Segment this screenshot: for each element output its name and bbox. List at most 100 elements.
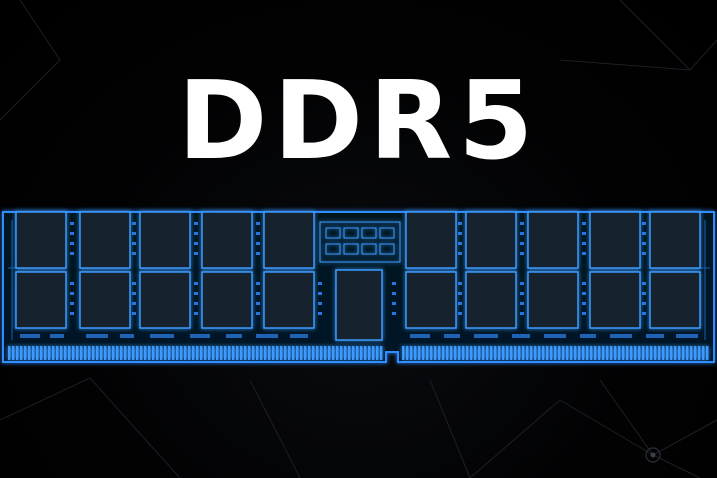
connector-pin (662, 346, 665, 360)
connector-pin (144, 346, 147, 360)
connector-pin (514, 346, 517, 360)
ddr5-memory-module (2, 211, 715, 363)
connector-pin (216, 346, 219, 360)
edge-connector-pins (8, 346, 709, 360)
memory-chip (405, 271, 457, 329)
connector-pin (188, 346, 191, 360)
connector-pin (28, 346, 31, 360)
connector-pin (44, 346, 47, 360)
connector-pin (454, 346, 457, 360)
connector-pin (682, 346, 685, 360)
connector-pin (248, 346, 251, 360)
connector-pin (68, 346, 71, 360)
connector-pin (450, 346, 453, 360)
connector-pin (360, 346, 363, 360)
connector-pin (586, 346, 589, 360)
connector-pin (642, 346, 645, 360)
connector-pin (256, 346, 259, 360)
connector-pin (702, 346, 705, 360)
connector-pin (328, 346, 331, 360)
connector-pin (562, 346, 565, 360)
connector-pin (20, 346, 23, 360)
connector-pin (598, 346, 601, 360)
connector-pin (706, 346, 709, 360)
connector-pin (634, 346, 637, 360)
connector-pin (582, 346, 585, 360)
connector-pin (228, 346, 231, 360)
memory-chip (15, 211, 67, 269)
connector-pin (136, 346, 139, 360)
connector-pin (92, 346, 95, 360)
connector-pin (160, 346, 163, 360)
connector-pin (156, 346, 159, 360)
page-title: DDR5 (177, 59, 540, 184)
connector-pin (40, 346, 43, 360)
connector-pin (24, 346, 27, 360)
connector-pin (296, 346, 299, 360)
memory-chip (201, 211, 253, 269)
connector-pin (32, 346, 35, 360)
connector-pin (698, 346, 701, 360)
connector-pin (678, 346, 681, 360)
connector-pin (502, 346, 505, 360)
connector-pin (670, 346, 673, 360)
connector-pin (618, 346, 621, 360)
connector-pin (462, 346, 465, 360)
connector-pin (268, 346, 271, 360)
connector-pin (630, 346, 633, 360)
connector-pin (526, 346, 529, 360)
connector-pin (208, 346, 211, 360)
connector-pin (280, 346, 283, 360)
connector-pin (244, 346, 247, 360)
connector-pin (320, 346, 323, 360)
connector-pin (550, 346, 553, 360)
memory-chip (139, 271, 191, 329)
connector-pin (60, 346, 63, 360)
connector-pin (578, 346, 581, 360)
memory-chip (139, 211, 191, 269)
connector-pin (204, 346, 207, 360)
connector-pin (236, 346, 239, 360)
connector-pin (646, 346, 649, 360)
connector-pin (538, 346, 541, 360)
connector-pin (164, 346, 167, 360)
connector-pin (316, 346, 319, 360)
memory-chip (589, 211, 641, 269)
connector-pin (356, 346, 359, 360)
connector-pin (116, 346, 119, 360)
memory-chip (79, 271, 131, 329)
connector-pin (510, 346, 513, 360)
connector-pin (686, 346, 689, 360)
connector-pin (482, 346, 485, 360)
memory-chip (465, 211, 517, 269)
connector-pin (168, 346, 171, 360)
connector-pin (176, 346, 179, 360)
connector-pin (606, 346, 609, 360)
connector-pin (614, 346, 617, 360)
connector-pin (380, 346, 383, 360)
connector-pin (594, 346, 597, 360)
connector-pin (542, 346, 545, 360)
connector-pin (184, 346, 187, 360)
connector-pin (84, 346, 87, 360)
connector-pin (324, 346, 327, 360)
connector-pin (570, 346, 573, 360)
connector-pin (172, 346, 175, 360)
connector-pin (128, 346, 131, 360)
connector-pin (658, 346, 661, 360)
connector-pin (602, 346, 605, 360)
connector-pin (430, 346, 433, 360)
connector-pin (340, 346, 343, 360)
connector-pin (368, 346, 371, 360)
connector-pin (220, 346, 223, 360)
connector-pin (276, 346, 279, 360)
connector-pin (64, 346, 67, 360)
connector-pin (470, 346, 473, 360)
connector-pin (530, 346, 533, 360)
connector-pin (88, 346, 91, 360)
connector-pin (376, 346, 379, 360)
connector-pin (610, 346, 613, 360)
connector-pin (590, 346, 593, 360)
